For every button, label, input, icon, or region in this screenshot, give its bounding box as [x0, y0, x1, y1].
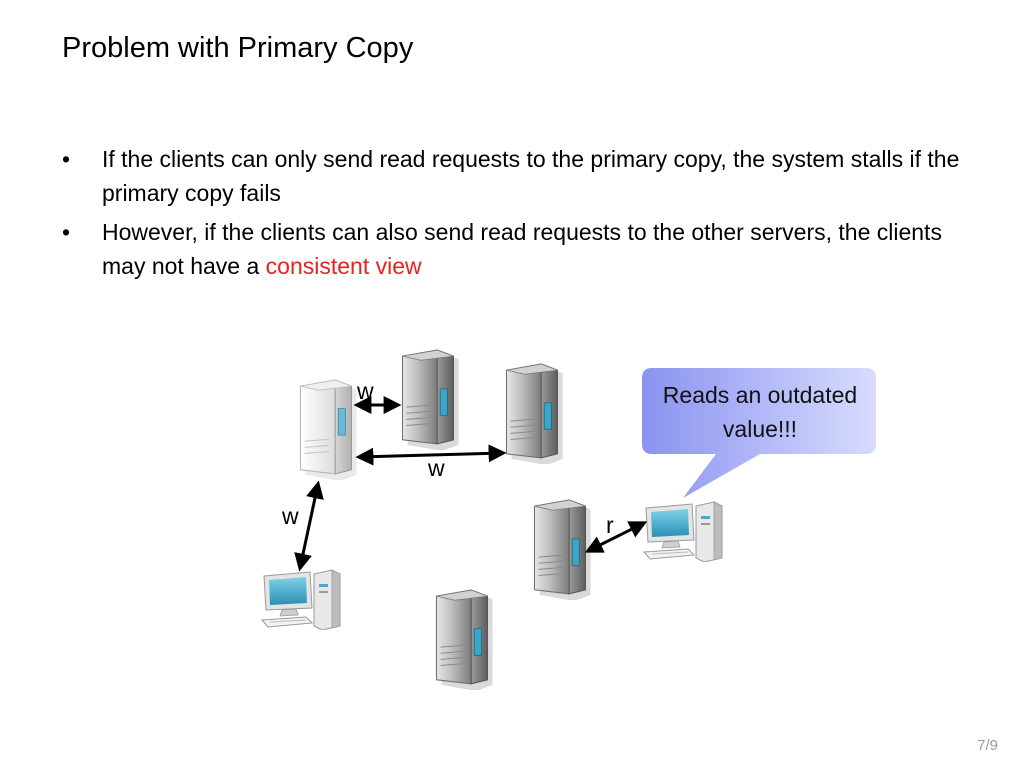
server-replica-2: [505, 363, 564, 464]
write-arrow-primary-replica2: [355, 444, 507, 466]
read-label: r: [606, 512, 614, 538]
server-replica-4: [435, 589, 494, 690]
bullet-list: • If the clients can only send read requ…: [62, 142, 962, 288]
callout-bubble: [642, 368, 876, 498]
bullet-dot: •: [62, 219, 71, 245]
server-primary: [299, 379, 358, 480]
slide-title: Problem with Primary Copy: [62, 32, 414, 64]
write-label: w: [427, 455, 445, 481]
server-replica-1: [401, 349, 460, 450]
write-label: w: [281, 503, 299, 529]
highlight-text: consistent view: [265, 253, 422, 279]
page-number: 7/9: [977, 737, 998, 754]
bullet-item: • However, if the clients can also send …: [62, 215, 962, 283]
bullet-text: However, if the clients can also send re…: [102, 219, 942, 279]
callout-text: Reads an outdated value!!!: [662, 382, 858, 442]
client-right: [643, 501, 723, 562]
read-arrow-client-replica3: [584, 521, 648, 553]
write-arrow-client-primary: [294, 480, 324, 572]
client-left: [261, 569, 341, 630]
server-replica-3: [533, 499, 592, 600]
write-label: w: [356, 378, 374, 404]
bullet-dot: •: [62, 146, 71, 172]
bullet-item: • If the clients can only send read requ…: [62, 142, 962, 210]
bullet-text: If the clients can only send read reques…: [102, 146, 960, 206]
